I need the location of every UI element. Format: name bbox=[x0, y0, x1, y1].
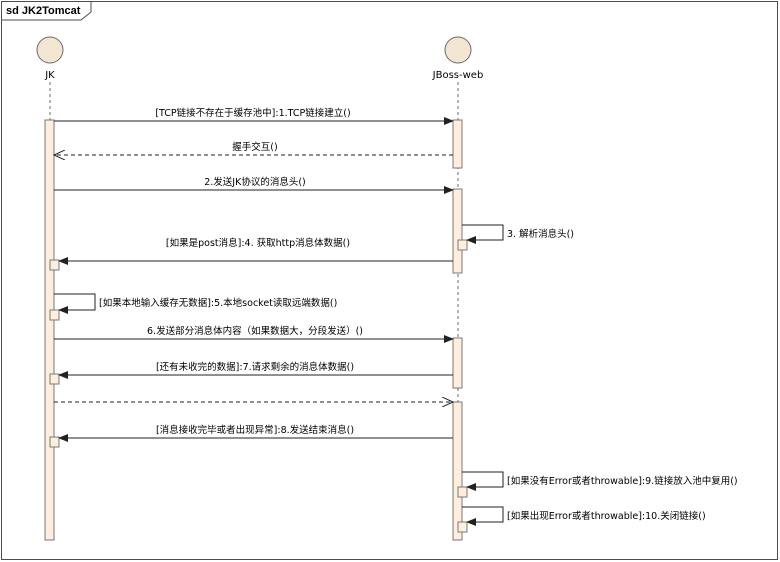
activation-jk-4 bbox=[49, 259, 60, 271]
message-6-label: [如果本地输入缓存无数据]:5.本地socket读取远端数据() bbox=[99, 297, 337, 309]
message-2-label: 握手交互() bbox=[232, 141, 277, 153]
message-10: [消息接收完毕或者出现异常]:8.发送结束消息() bbox=[58, 424, 453, 442]
activation-jk-8 bbox=[49, 436, 60, 448]
message-2: 握手交互() bbox=[54, 141, 453, 155]
actor-jk-head-icon bbox=[36, 36, 64, 64]
message-12-label: [如果出现Error或者throwable]:10.关闭链接() bbox=[507, 510, 706, 522]
actor-jboss-web: JBoss-web bbox=[432, 36, 484, 540]
activation-jboss-10 bbox=[457, 521, 468, 533]
activation-jboss-1 bbox=[452, 119, 463, 169]
message-8-label: [还有未收完的数据]:7.请求剩余的消息体数据() bbox=[156, 361, 354, 373]
message-1-label: [TCP链接不存在于缓存池中]:1.TCP链接建立() bbox=[155, 107, 350, 119]
activation-jk-5 bbox=[49, 309, 60, 321]
message-6-arrow bbox=[54, 293, 96, 314]
activation-jk-main bbox=[44, 119, 55, 541]
message-10-label: [消息接收完毕或者出现异常]:8.发送结束消息() bbox=[156, 424, 354, 436]
message-11-label: [如果没有Error或者throwable]:9.链接放入池中复用() bbox=[507, 475, 738, 487]
frame-title-tab bbox=[1, 1, 92, 21]
diagram-title: sd JK2Tomcat bbox=[6, 5, 81, 17]
message-11: [如果没有Error或者throwable]:9.链接放入池中复用() bbox=[462, 471, 738, 491]
actor-jboss-web-label: JBoss-web bbox=[432, 70, 484, 81]
message-4: 3. 解析消息头() bbox=[462, 224, 574, 244]
message-7: 6.发送部分消息体内容（如果数据大，分段发送）() bbox=[54, 325, 454, 343]
message-3: 2.发送JK协议的消息头() bbox=[54, 176, 454, 194]
activation-jk-7 bbox=[49, 373, 60, 385]
activation-jboss-end bbox=[452, 401, 463, 541]
message-5: [如果是post消息]:4. 获取http消息体数据() bbox=[58, 237, 453, 265]
activation-jboss-2 bbox=[452, 188, 463, 274]
message-7-label: 6.发送部分消息体内容（如果数据大，分段发送）() bbox=[147, 325, 363, 337]
actor-jk-label: JK bbox=[44, 70, 55, 81]
message-6: [如果本地输入缓存无数据]:5.本地socket读取远端数据() bbox=[54, 293, 337, 314]
message-4-label: 3. 解析消息头() bbox=[507, 228, 574, 240]
activation-jboss-3 bbox=[457, 239, 468, 251]
message-12-arrow bbox=[462, 506, 504, 526]
activation-jboss-9 bbox=[457, 486, 468, 498]
message-5-label: [如果是post消息]:4. 获取http消息体数据() bbox=[166, 237, 350, 249]
message-11-arrow bbox=[462, 471, 504, 491]
message-12: [如果出现Error或者throwable]:10.关闭链接() bbox=[462, 506, 706, 526]
message-4-arrow bbox=[462, 224, 504, 244]
activation-jboss-6 bbox=[452, 337, 463, 389]
actor-jboss-web-head-icon bbox=[444, 36, 472, 64]
message-1: [TCP链接不存在于缓存池中]:1.TCP链接建立() bbox=[54, 107, 454, 125]
actor-jk: JK bbox=[36, 36, 64, 120]
message-3-label: 2.发送JK协议的消息头() bbox=[204, 176, 306, 188]
message-8: [还有未收完的数据]:7.请求剩余的消息体数据() bbox=[58, 361, 453, 379]
